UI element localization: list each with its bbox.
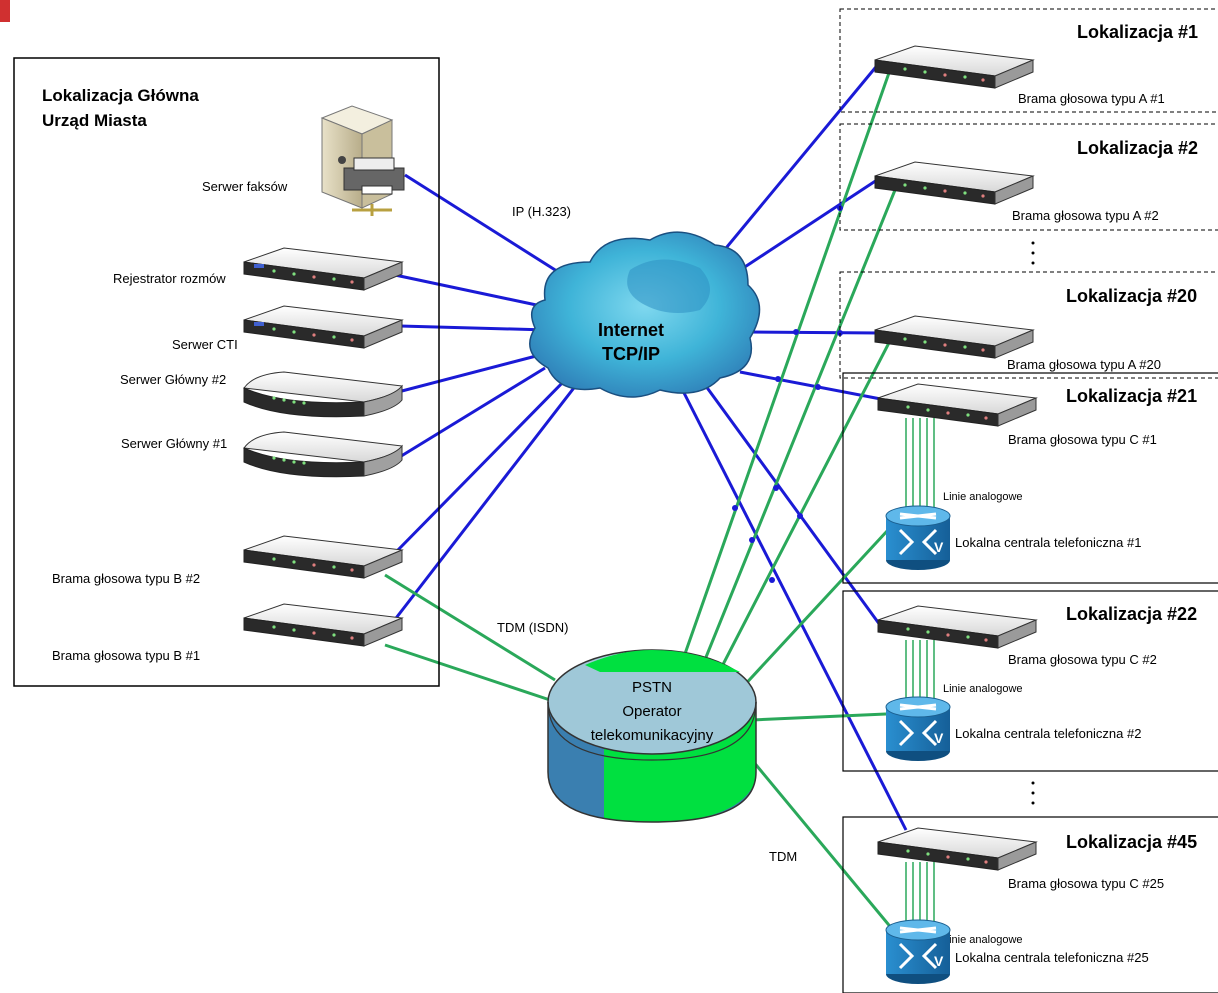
site-20-title: Lokalizacja #20: [1066, 286, 1197, 306]
call-recorder-icon[interactable]: [243, 247, 403, 291]
tdm-link-s22: [751, 712, 887, 722]
links-layer: [384, 61, 908, 931]
gateway-a20-icon[interactable]: [874, 315, 1034, 359]
tdm-link-gwb1: [384, 643, 551, 702]
tdm-link-s21: [738, 528, 890, 692]
pbx-25-icon[interactable]: [884, 918, 952, 986]
pstn-operator[interactable]: PSTN Operator telekomunikacyjny: [547, 649, 757, 823]
fax-server-icon[interactable]: [320, 105, 405, 216]
site-2: Lokalizacja #2 Brama głosowa typu A #2: [839, 123, 1218, 231]
main-site: Lokalizacja Główna Urząd Miasta Serwer f…: [13, 57, 440, 687]
ip-link-s1: [710, 61, 882, 266]
ip-link-s2: [724, 176, 881, 282]
ip-link-gwb2: [393, 373, 572, 555]
ip-link-srv1: [397, 366, 546, 460]
site-20: Lokalizacja #20 Brama głosowa typu A #20: [839, 271, 1218, 379]
pbx-2-label: Lokalna centrala telefoniczna #2: [955, 726, 1141, 741]
link-junctions: [732, 205, 843, 583]
gateway-a1-icon[interactable]: [874, 45, 1034, 89]
ip-link-s22: [698, 377, 882, 626]
cti-server-icon[interactable]: [243, 305, 403, 349]
site-21: Lokalizacja #21 Brama głosowa typu C #1 …: [842, 372, 1218, 584]
analog-lines-22: [905, 640, 935, 700]
gateway-c2-label: Brama głosowa typu C #2: [1008, 652, 1157, 667]
analog-lines-22-label: Linie analogowe: [943, 683, 1023, 695]
site-45: Lokalizacja #45 Brama głosowa typu C #25…: [842, 816, 1218, 993]
gateway-c1-icon[interactable]: [877, 383, 1037, 427]
cti-server-label: Serwer CTI: [172, 337, 238, 352]
tdm-link-s1: [678, 69, 892, 669]
site-45-frame: [842, 816, 1218, 993]
gateway-b2-icon[interactable]: [243, 535, 403, 579]
main-server-2-label: Serwer Główny #2: [120, 372, 226, 387]
tdm-link-s2: [698, 189, 897, 673]
site-22-frame: [842, 590, 1218, 772]
gateway-c1-label: Brama głosowa typu C #1: [1008, 432, 1157, 447]
analog-lines-21-label: Linie analogowe: [943, 491, 1023, 503]
pbx-2-icon[interactable]: [884, 695, 952, 763]
main-site-frame: [13, 57, 440, 687]
site-1-frame: [839, 8, 1218, 113]
tdm-link-gwb2: [384, 573, 556, 682]
gateway-c2-icon[interactable]: [877, 605, 1037, 649]
ip-link-label: IP (H.323): [512, 204, 571, 219]
sites-ellipsis-1: [1031, 241, 1035, 265]
pbx-1-label: Lokalna centrala telefoniczna #1: [955, 535, 1141, 550]
ip-link-s20: [747, 330, 881, 335]
gateway-b1-label: Brama głosowa typu B #1: [52, 648, 200, 663]
tdm-isdn-link-label: TDM (ISDN): [497, 620, 569, 635]
site-2-frame: [839, 123, 1218, 231]
gateway-a2-label: Brama głosowa typu A #2: [1012, 208, 1159, 223]
sites-ellipsis-2: [1031, 781, 1035, 805]
gateway-c25-icon[interactable]: [877, 827, 1037, 871]
site-1-title: Lokalizacja #1: [1077, 22, 1198, 42]
cloud-subtitle: TCP/IP: [602, 344, 660, 364]
ip-link-srv2: [397, 353, 541, 394]
cloud-title: Internet: [598, 320, 664, 340]
site-21-title: Lokalizacja #21: [1066, 386, 1197, 406]
gateway-a1-label: Brama głosowa typu A #1: [1018, 91, 1165, 106]
site-22: Lokalizacja #22 Brama głosowa typu C #2 …: [842, 590, 1218, 772]
call-recorder-label: Rejestrator rozmów: [113, 271, 226, 286]
corner-marker: [0, 0, 10, 22]
analog-lines-45: [905, 862, 935, 924]
gateway-b2-label: Brama głosowa typu B #2: [52, 571, 200, 586]
site-20-frame: [839, 271, 1218, 379]
tdm-link-label: TDM: [769, 849, 797, 864]
main-server-1-label: Serwer Główny #1: [121, 436, 227, 451]
main-server-2-icon[interactable]: [243, 371, 403, 418]
ip-link-gwb1: [391, 379, 582, 623]
site-1: Lokalizacja #1 Brama głosowa typu A #1: [839, 8, 1218, 113]
main-server-1-icon[interactable]: [243, 431, 403, 478]
ip-link-recorder: [394, 273, 561, 312]
pbx-25-label: Lokalna centrala telefoniczna #25: [955, 950, 1149, 965]
gateway-c25-label: Brama głosowa typu C #25: [1008, 876, 1164, 891]
gateway-b1-icon[interactable]: [243, 603, 403, 647]
site-22-title: Lokalizacja #22: [1066, 604, 1197, 624]
gateway-a2-icon[interactable]: [874, 161, 1034, 205]
main-site-subtitle: Urząd Miasta: [42, 111, 147, 130]
pbx-1-icon[interactable]: [884, 504, 952, 572]
gateway-a20-label: Brama głosowa typu A #20: [1007, 357, 1161, 372]
ip-link-s45: [678, 384, 908, 831]
site-45-title: Lokalizacja #45: [1066, 832, 1197, 852]
tdm-link-s20: [713, 334, 895, 681]
tdm-link-s45: [750, 759, 895, 931]
site-21-frame: [842, 372, 1218, 584]
analog-lines-21: [905, 418, 935, 508]
analog-lines-45-label: Linie analogowe: [943, 934, 1023, 946]
internet-cloud[interactable]: Internet TCP/IP: [529, 231, 761, 398]
site-2-title: Lokalizacja #2: [1077, 138, 1198, 158]
pstn-title: PSTN: [632, 679, 672, 696]
fax-server-label: Serwer faksów: [202, 179, 288, 194]
pstn-operator-label: Operator: [622, 703, 681, 720]
pstn-telecom-label: telekomunikacyjny: [591, 727, 714, 744]
ip-link-cti: [399, 324, 549, 332]
main-site-title: Lokalizacja Główna: [42, 86, 199, 105]
